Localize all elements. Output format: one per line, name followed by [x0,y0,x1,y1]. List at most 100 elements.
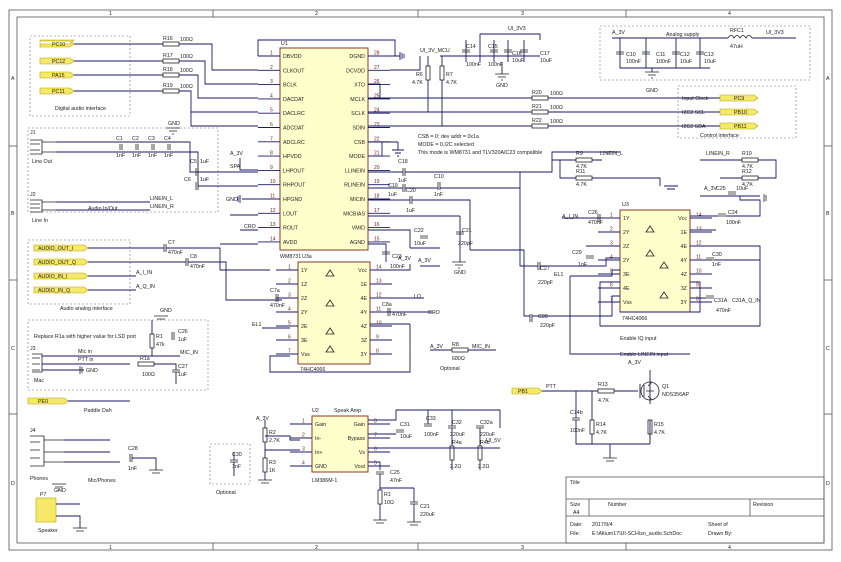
svg-text:10uF: 10uF [704,59,717,65]
u1-ref: U1 [281,41,288,47]
speaker-connector [35,497,57,523]
u1-pin-27-number: 27 [374,65,380,71]
net-label-audio-in-i: AUDIO_IN_I [33,272,89,280]
svg-text:10uF: 10uF [680,59,693,65]
svg-text:10uF: 10uF [400,434,413,440]
net-ui-3v3b: UI_3V3 [766,30,784,36]
u3a-pin-2-name: 1Z [301,282,308,288]
u3-pin-9-name: 3Z [681,286,688,292]
svg-text:C31: C31 [400,422,410,428]
u1-pin-16-name: VMID [352,226,365,232]
svg-text:10uF: 10uF [414,241,427,247]
net-a-i-in: A_I_IN [136,270,152,276]
svg-text:10uF: 10uF [736,186,749,192]
net-linein-l2: LINEIN_L [600,151,623,157]
file-value: E:\Altium17\UI-SCH\sn_audio.SchDoc [592,531,682,537]
transistor-q1: Q1 NDS356AP [640,381,690,401]
u1-pin-4-number: 4 [270,93,273,99]
note-csb: CSB = 0; dev addr = 0x1a [418,134,479,140]
net-spa: SPA [230,164,241,170]
svg-text:R4b: R4b [480,440,490,446]
u2-pin-3-name: In+ [315,450,323,456]
net-gnd6: GND [160,308,172,314]
title-label: Title [570,480,580,486]
u1-pin-4-name: DACDAT [283,97,305,103]
u3-pin-2-name: 2Y [623,230,630,236]
svg-text:100Ω: 100Ω [550,91,563,97]
u3a-pin-6-number: 6 [288,335,291,341]
u3a-pin-3: 32Z [276,293,308,302]
u3a-pin-12-name: 4E [361,296,368,302]
note-mode: MODE = 0,I2C selected [418,142,474,148]
svg-text:R3: R3 [269,460,276,466]
u3a-pin-14-number: 14 [376,265,382,271]
svg-text:C8: C8 [190,254,197,260]
u3a-pin-6: 63E [276,335,308,344]
optional-caption-2: Optional [216,490,236,496]
u1-pin-22-number: 22 [374,136,380,142]
frame-col-4-bottom: 4 [728,545,731,551]
u1-pin-5-name: DACLRC [283,111,305,117]
u3a-pin-5: 52E [276,321,308,330]
svg-text:4.7K: 4.7K [596,430,607,436]
svg-text:1uF: 1uF [200,159,210,165]
svg-text:100Ω: 100Ω [180,37,193,43]
svg-text:C28: C28 [538,314,548,320]
svg-text:C27: C27 [540,266,550,272]
u1-pin-9-name: LHPOUT [283,168,305,174]
u3a-pin-2: 21Z [276,279,308,288]
u1-pin-8-name: HPVDD [283,154,302,160]
u3a-pin-12-number: 12 [376,293,382,299]
u2-pin-1-name: Gain [315,422,326,428]
frame-col-3-bottom: 3 [521,545,524,551]
net-label-pc11: PC11 [39,87,75,95]
svg-text:100Ω: 100Ω [550,105,563,111]
net-a3v-top: A_3V [612,30,625,36]
net-ptt-in: PTT in [78,357,94,363]
capacitor-c31: C31 10uF [396,422,413,440]
u1-pin-28-name: DGND [349,54,365,60]
u3a-pin-1-name: 1Y [301,268,308,274]
svg-text:PB11: PB11 [734,124,747,130]
u1-pin-1-name: DBVDD [283,54,302,60]
svg-text:100nF: 100nF [656,59,672,65]
svg-text:C8a: C8a [382,302,392,308]
ctrl-i2c-scl: I2C2 SCL [682,110,705,116]
net-gnd4: GND [226,197,238,203]
u2-pin-7-name: Bypass [348,436,366,442]
u3a-pin-13-number: 13 [376,279,382,285]
net-a3v-amp: A_3V [256,416,269,422]
svg-text:1uF: 1uF [200,177,210,183]
u3a-pin-8-number: 8 [376,349,379,355]
svg-text:220pF: 220pF [538,280,554,286]
svg-text:470nF: 470nF [168,250,184,256]
svg-text:AUDIO_OUT_Q: AUDIO_OUT_Q [38,260,76,266]
u2-pin-6-number: 6 [374,447,377,453]
u3-pin-10-number: 10 [696,269,702,275]
control-interface: PC9 PB10 PB11 Input Clock I2C2 SCL I2C2 … [677,85,797,139]
u1-pin-10-name: RHPOUT [283,183,306,189]
u1-pin-16-number: 16 [374,222,380,228]
svg-text:R16: R16 [163,36,173,42]
svg-text:C30: C30 [712,252,722,258]
svg-text:4.7K: 4.7K [742,182,753,188]
u3-pin-12-name: 4E [681,244,688,250]
u3a-pin-8-name: 3Y [361,352,368,358]
svg-text:1nF: 1nF [712,262,722,268]
